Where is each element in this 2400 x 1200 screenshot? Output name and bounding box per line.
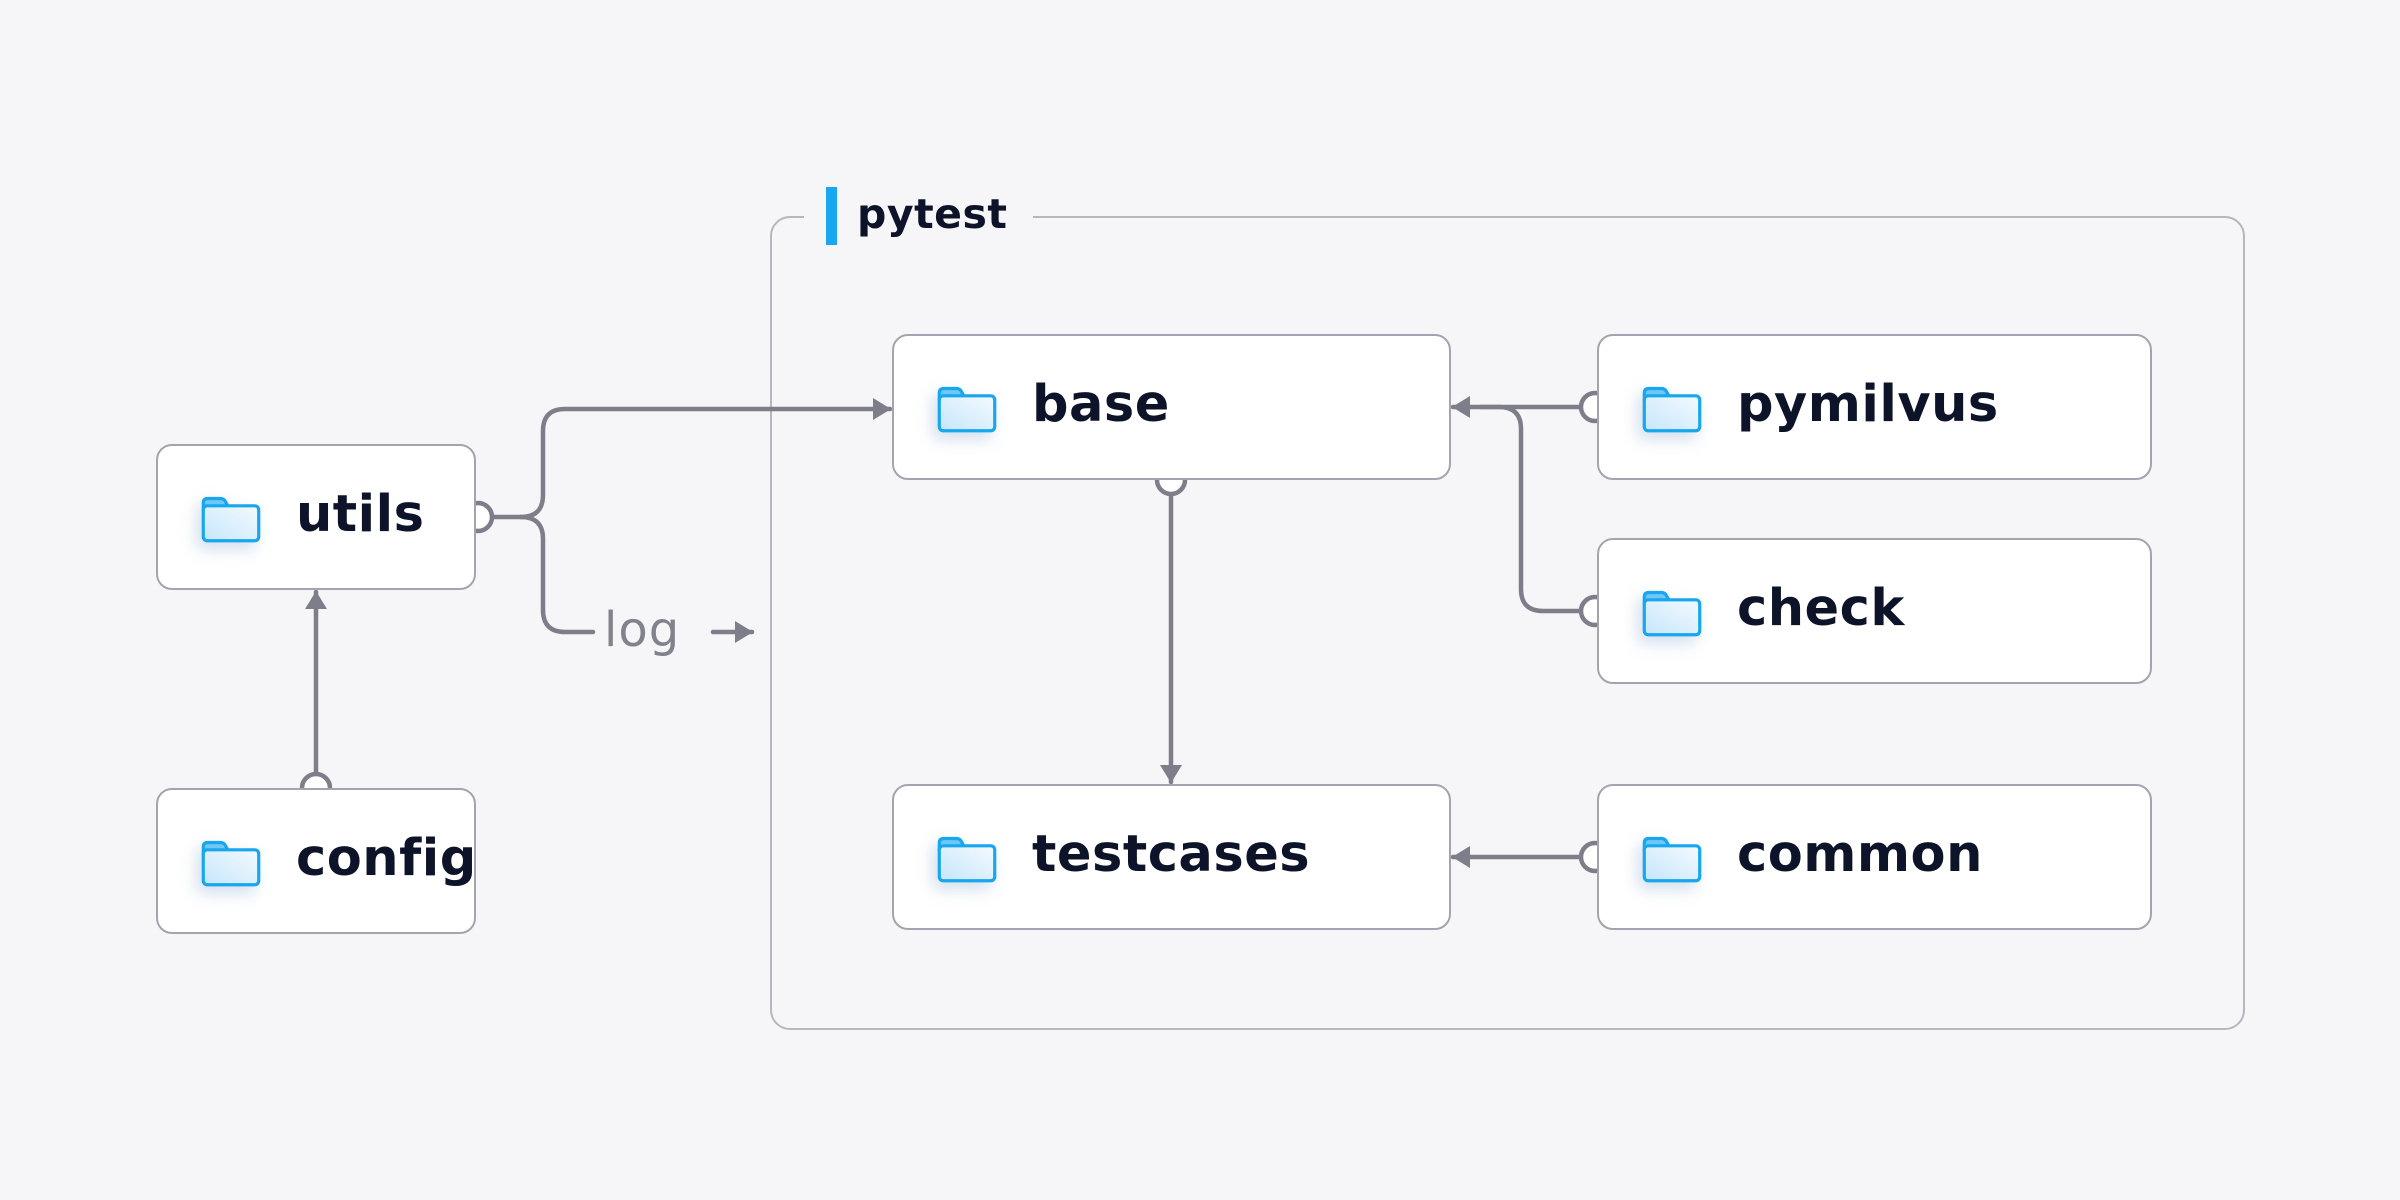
folder-icon: [201, 840, 261, 887]
node-label: utils: [296, 484, 425, 544]
node-label: pymilvus: [1737, 374, 1999, 434]
node-label: check: [1737, 578, 1905, 638]
node-base: base: [892, 334, 1451, 480]
pytest-group-label: pytest: [804, 184, 1034, 248]
node-pymilvus: pymilvus: [1597, 334, 2152, 480]
folder-icon: [1642, 836, 1702, 883]
folder-icon: [937, 836, 997, 883]
edge-utils-log: [518, 514, 596, 635]
group-title: pytest: [857, 190, 1008, 238]
node-label: common: [1737, 824, 1983, 884]
folder-icon: [1642, 386, 1702, 433]
node-config: config: [156, 788, 476, 934]
node-testcases: testcases: [892, 784, 1451, 930]
node-label: config: [296, 828, 477, 888]
pytest-group-container: [770, 216, 2245, 1030]
node-utils: utils: [156, 444, 476, 590]
node-common: common: [1597, 784, 2152, 930]
node-label: testcases: [1032, 824, 1311, 884]
accent-bar-icon: [826, 187, 837, 245]
log-edge-label: log: [604, 601, 681, 658]
node-check: check: [1597, 538, 2152, 684]
folder-icon: [201, 496, 261, 543]
folder-icon: [1642, 590, 1702, 637]
node-label: base: [1032, 374, 1170, 434]
folder-icon: [937, 386, 997, 433]
